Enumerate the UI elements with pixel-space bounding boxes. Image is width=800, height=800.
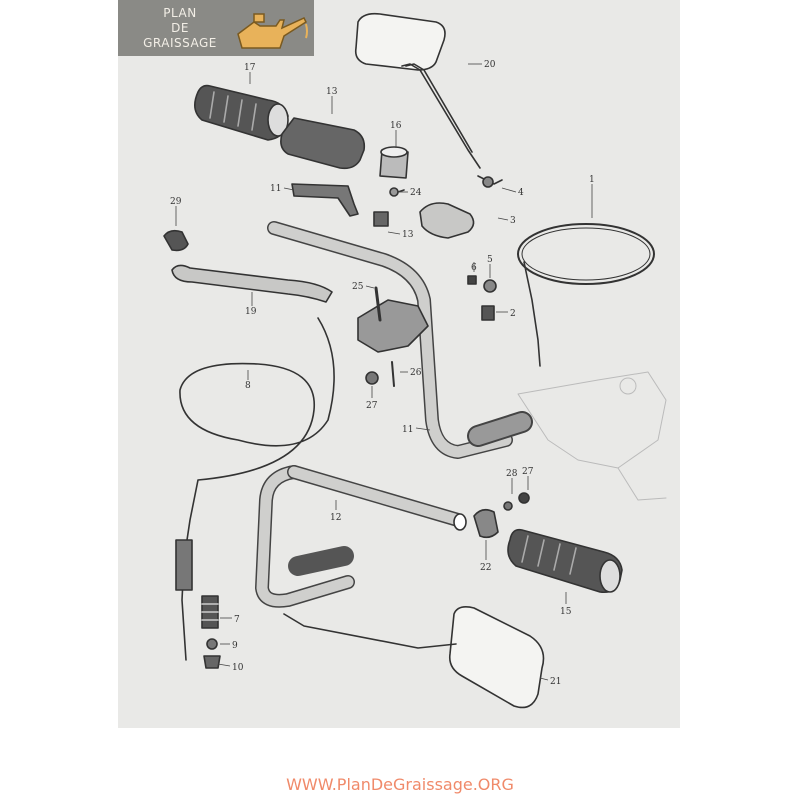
part-label-1: 1: [589, 175, 595, 185]
part-label-26: 27: [366, 401, 378, 411]
part-label-23: 24: [410, 188, 422, 198]
leader-lines: [175, 63, 593, 681]
small-fittings: [163, 229, 497, 321]
lever-bracket: [419, 175, 503, 239]
right-grip: [507, 528, 623, 594]
part-label-10: 10: [232, 663, 244, 673]
part-label-11a: 11: [270, 184, 281, 194]
part-label-12: 12: [330, 513, 341, 523]
part-label-20: 20: [484, 60, 496, 70]
part-label-15: 15: [560, 607, 572, 617]
part-label-21: 21: [550, 677, 561, 687]
part-label-28: 28: [506, 469, 518, 479]
part-label-27: 27: [522, 467, 534, 477]
part-label-3: 3: [510, 216, 516, 226]
logo-text: PLAN DE GRAISSAGE: [124, 6, 236, 51]
upper-mirror: [354, 12, 481, 169]
part-label-8: 8: [245, 381, 251, 391]
lever-clamp: [357, 286, 429, 387]
part-label-24: 25: [352, 282, 364, 292]
part-labels: 20 17 13 16 11 24 4 3 13 1 29 5 6 2 25 1…: [170, 60, 595, 687]
lower-mirror: [283, 606, 545, 709]
exploded-parts-diagram: 20 17 13 16 11 24 4 3 13 1 29 5 6 2 25 1…: [163, 12, 667, 709]
part-label-2: 2: [510, 309, 516, 319]
right-clamp: [473, 492, 530, 539]
sleeve: [379, 146, 409, 179]
part-label-29: 29: [170, 197, 182, 207]
switch-parts: [291, 183, 405, 227]
oil-can-icon: [237, 13, 308, 49]
lower-handlebar: [255, 465, 467, 608]
part-label-16: 16: [390, 121, 402, 131]
part-label-13a: 13: [326, 87, 338, 97]
fork-crown-background: [517, 371, 667, 501]
part-label-4: 4: [518, 188, 524, 198]
part-label-22: 22: [480, 563, 491, 573]
clutch-cable: [175, 317, 335, 661]
part-label-9: 9: [232, 641, 238, 651]
part-label-17: 17: [244, 63, 256, 73]
logo-line-de: DE: [171, 21, 189, 35]
diagram-sheet: 20 17 13 16 11 24 4 3 13 1 29 5 6 2 25 1…: [118, 0, 680, 728]
throttle-tube: [280, 117, 366, 170]
part-label-13b: 13: [402, 230, 414, 240]
left-grip-upper: [194, 84, 289, 141]
logo-line-graissage: GRAISSAGE: [143, 36, 217, 50]
part-label-11b: 11: [402, 425, 413, 435]
part-label-6: 6: [471, 263, 477, 273]
part-label-25: 26: [410, 368, 422, 378]
site-logo[interactable]: PLAN DE GRAISSAGE: [118, 0, 314, 56]
footer-url[interactable]: WWW.PlanDeGraissage.ORG: [286, 775, 514, 794]
part-label-19: 19: [245, 307, 257, 317]
part-label-7: 7: [234, 615, 240, 625]
adjuster-parts: [201, 595, 221, 669]
logo-line-plan: PLAN: [163, 6, 197, 20]
part-label-5: 5: [487, 255, 493, 265]
brake-lever: [171, 264, 333, 303]
upper-handlebar: [267, 221, 533, 459]
throttle-cable-coil: [517, 223, 655, 367]
